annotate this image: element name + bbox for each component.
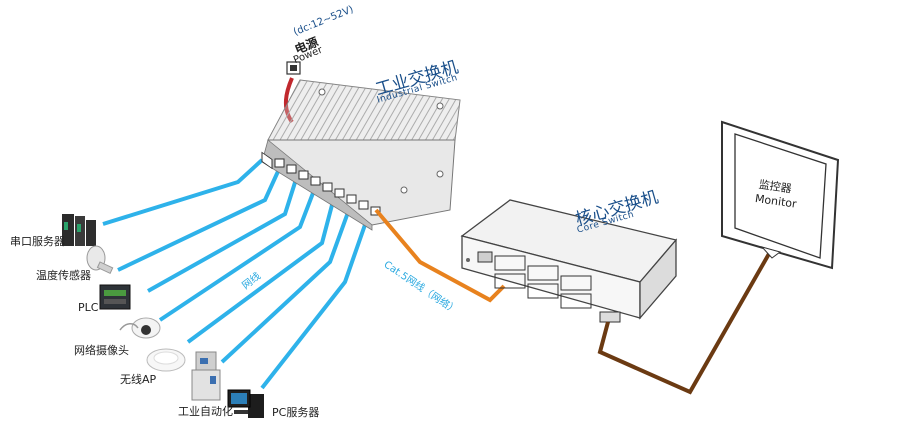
wireless-ap-icon [146, 348, 186, 372]
device-label-plc: PLC [78, 301, 99, 314]
temperature-sensor-icon [86, 245, 114, 275]
ethernet-cables [102, 158, 376, 390]
cable-automation [220, 192, 357, 364]
core-switch [460, 199, 678, 323]
device-label-serial-server: 串口服务器 [10, 235, 65, 248]
device-label-temp-sensor: 温度传感器 [36, 269, 91, 282]
pc-server-icon [227, 389, 264, 418]
cat5-cable [374, 208, 506, 303]
device-label-camera: 网络摄像头 [74, 344, 129, 357]
core-switch-ports [477, 251, 621, 323]
device-label-automation: 工业自动化 [178, 405, 233, 418]
cable-temp-sensor [117, 166, 282, 272]
monitor [721, 120, 840, 270]
industrial-automation-icon [191, 351, 221, 401]
plc-icon [99, 284, 131, 310]
device-label-pc-server: PC服务器 [272, 406, 320, 419]
cable-pc-server [260, 198, 376, 390]
industrial-switch [261, 79, 461, 231]
cable-serial-server [102, 158, 264, 226]
cable-camera [158, 179, 320, 322]
serial-server-icon [62, 214, 96, 246]
monitor-cable [597, 251, 772, 395]
cable-plc [147, 172, 300, 293]
network-camera-icon [119, 317, 161, 339]
device-label-wireless-ap: 无线AP [120, 373, 157, 386]
